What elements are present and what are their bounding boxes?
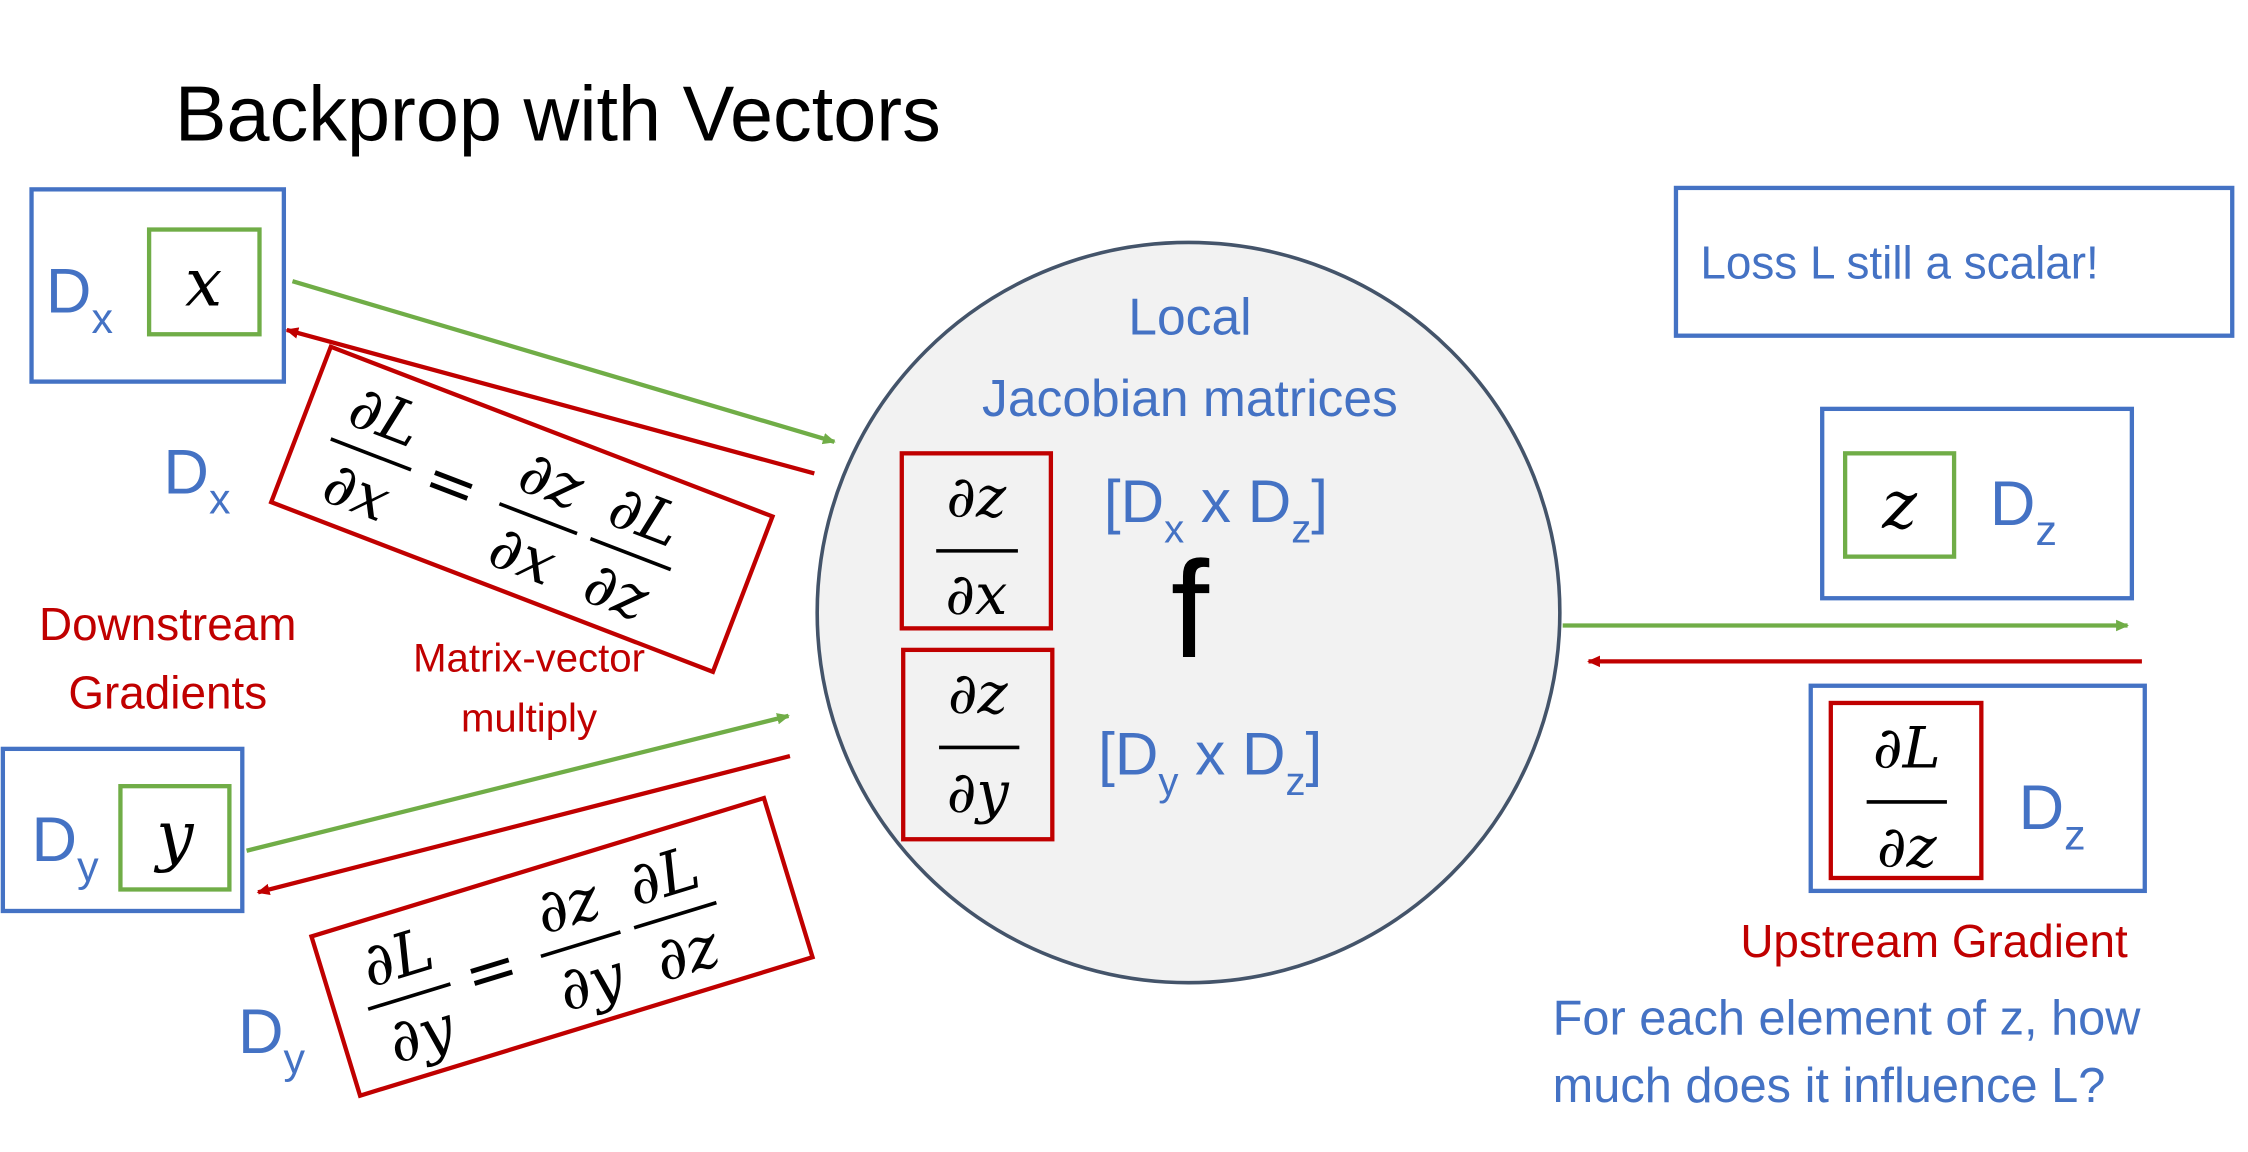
upstream-outer-box <box>1808 683 2147 894</box>
shape-open: [D <box>1098 720 1158 788</box>
slide-title: Backprop with Vectors <box>175 72 941 158</box>
output-z-block: z Dz <box>1820 406 2135 601</box>
output-z-outer-box <box>1820 406 2135 601</box>
fraction-bar <box>589 537 672 572</box>
input-x-var: x <box>185 245 222 322</box>
matvec-label-line1: Matrix-vector <box>413 635 645 680</box>
shape-open: [D <box>1104 467 1164 535</box>
upstream-dim: Dz <box>2019 773 2086 859</box>
jacobian-y-numerator: ∂z <box>948 660 1009 727</box>
jacobian-x-box <box>899 451 1054 631</box>
jacobian-y-shape: [Dy x Dz] <box>1098 720 1322 804</box>
upstream-denominator: ∂z <box>1877 813 1938 880</box>
forward-arrow-y <box>246 713 790 853</box>
jacobian-x-shape: [Dx x Dz] <box>1104 467 1328 551</box>
jacobian-x-numerator: ∂z <box>946 463 1007 530</box>
shape-mid: x D <box>1184 467 1291 535</box>
input-y-vector-box <box>118 784 232 892</box>
fraction-bar <box>633 900 717 930</box>
input-x-outer-box <box>29 187 287 384</box>
forward-arrow-x <box>291 279 836 445</box>
upstream-gradient-block: ∂L ∂z Dz <box>1808 683 2147 894</box>
grad-x-equals: = <box>414 439 490 527</box>
explain-line1: For each element of z, how <box>1553 991 2142 1045</box>
function-node-circle <box>815 240 1562 985</box>
grad-y-r2-den: ∂z <box>647 911 729 997</box>
fraction-bar <box>498 502 578 536</box>
grad-y-box <box>308 795 816 1099</box>
explain-line2: much does it influence L? <box>1553 1059 2106 1113</box>
grad-x-dim: Dx <box>163 437 231 523</box>
fraction-bar <box>540 930 621 959</box>
input-x-block: Dx x <box>29 187 287 384</box>
function-label: f <box>1171 533 1210 687</box>
shape-sub: y <box>1158 759 1178 804</box>
output-z-vector-box <box>1842 451 1957 559</box>
input-y-var: y <box>153 797 194 874</box>
backward-arrow-x <box>285 327 815 476</box>
grad-y-r1-den: ∂y <box>550 940 634 1026</box>
upstream-label: Upstream Gradient <box>1740 915 2128 967</box>
downstream-label-line1: Downstream <box>39 598 296 650</box>
output-z-var: z <box>1881 467 1918 544</box>
jacobian-y-box <box>901 647 1055 842</box>
matvec-label-line2: multiply <box>461 696 597 741</box>
jacobian-x-denominator: ∂x <box>945 561 1007 628</box>
fraction-bar <box>367 982 451 1011</box>
downstream-gradient-y: ∂L ∂y = ∂z ∂y ∂L ∂z <box>308 795 816 1099</box>
loss-note-box <box>1673 185 2235 338</box>
shape-mid: x D <box>1178 720 1285 788</box>
input-y-block: Dy y <box>0 746 245 914</box>
downstream-label-line2: Gradients <box>68 667 267 719</box>
input-x-dim: Dx <box>46 257 114 343</box>
shape-sub: x <box>1164 506 1184 551</box>
grad-y-dim: Dy <box>238 997 306 1083</box>
input-y-outer-box <box>0 746 245 914</box>
grad-x-box <box>268 343 776 675</box>
grad-y-lhs-den: ∂y <box>380 992 464 1078</box>
shape-close: ] <box>1306 720 1323 788</box>
fraction-bar <box>330 437 412 472</box>
loss-note: Loss L still a scalar! <box>1673 185 2235 338</box>
node-heading-local: Local <box>1128 287 1251 345</box>
node-heading-jacobian: Jacobian matrices <box>982 369 1398 427</box>
loss-note-text: Loss L still a scalar! <box>1700 236 2098 288</box>
shape-sub: z <box>1291 506 1311 551</box>
jacobian-x: ∂z ∂x <box>899 451 1054 631</box>
output-z-dim: Dz <box>1990 469 2057 555</box>
jacobian-y-denominator: ∂y <box>947 759 1010 826</box>
upstream-numerator: ∂L <box>1873 715 1941 782</box>
input-x-vector-box <box>146 227 262 337</box>
grad-y-equals: = <box>455 926 527 1012</box>
upstream-grad-box <box>1828 700 1984 881</box>
shape-sub: z <box>1285 759 1305 804</box>
jacobian-y: ∂z ∂y <box>901 647 1055 842</box>
input-y-dim: Dy <box>32 805 100 891</box>
grad-y-r1-num: ∂z <box>527 863 609 949</box>
shape-close: ] <box>1311 467 1328 535</box>
backward-arrow-y <box>256 753 791 896</box>
